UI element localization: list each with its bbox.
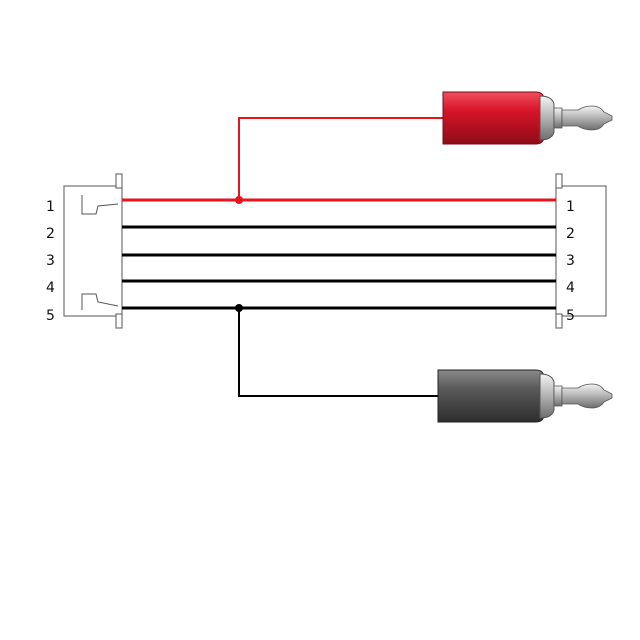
- left-connector-body: [63, 185, 123, 317]
- left-connector-tab-bottom: [115, 313, 123, 329]
- right-connector-tab: [555, 173, 563, 189]
- black-branch-lead: [238, 308, 440, 397]
- left-pin-label: 5: [46, 308, 55, 324]
- black-plug-ring: [553, 385, 563, 407]
- black-banana-plug: [437, 369, 613, 423]
- right-pin-label: 3: [566, 253, 575, 269]
- left-connector: [63, 173, 123, 329]
- red-branch-lead: [238, 117, 445, 200]
- left-pin-label: 3: [46, 253, 55, 269]
- right-connector: [555, 173, 607, 329]
- right-connector-body: [555, 185, 607, 317]
- red-banana-plug: [442, 91, 613, 145]
- red-junction-dot: [235, 196, 243, 204]
- left-pin-labels: 1 2 3 4 5: [46, 199, 55, 324]
- left-pin-label: 1: [46, 199, 55, 215]
- red-plug-pin: [561, 105, 613, 131]
- right-pin-label: 2: [566, 226, 575, 242]
- right-pin-label: 4: [566, 280, 575, 296]
- left-pin-label: 4: [46, 280, 55, 296]
- black-plug-pin: [561, 383, 613, 409]
- black-junction-dot: [235, 304, 243, 312]
- left-connector-latch-bottom: [81, 293, 119, 310]
- left-pin-label: 2: [46, 226, 55, 242]
- right-pin-label: 1: [566, 199, 575, 215]
- red-plug-collar: [539, 95, 555, 141]
- wires: [122, 117, 556, 397]
- right-pin-labels: 1 2 3 4 5: [566, 199, 575, 324]
- black-plug-collar: [539, 373, 555, 419]
- red-plug-body: [442, 91, 546, 145]
- right-pin-label: 5: [566, 308, 575, 324]
- right-connector-tab-bottom: [555, 313, 563, 329]
- black-plug-body: [437, 369, 546, 423]
- left-connector-tab: [115, 173, 123, 189]
- red-plug-ring: [553, 107, 563, 129]
- left-connector-latch-top: [81, 195, 119, 215]
